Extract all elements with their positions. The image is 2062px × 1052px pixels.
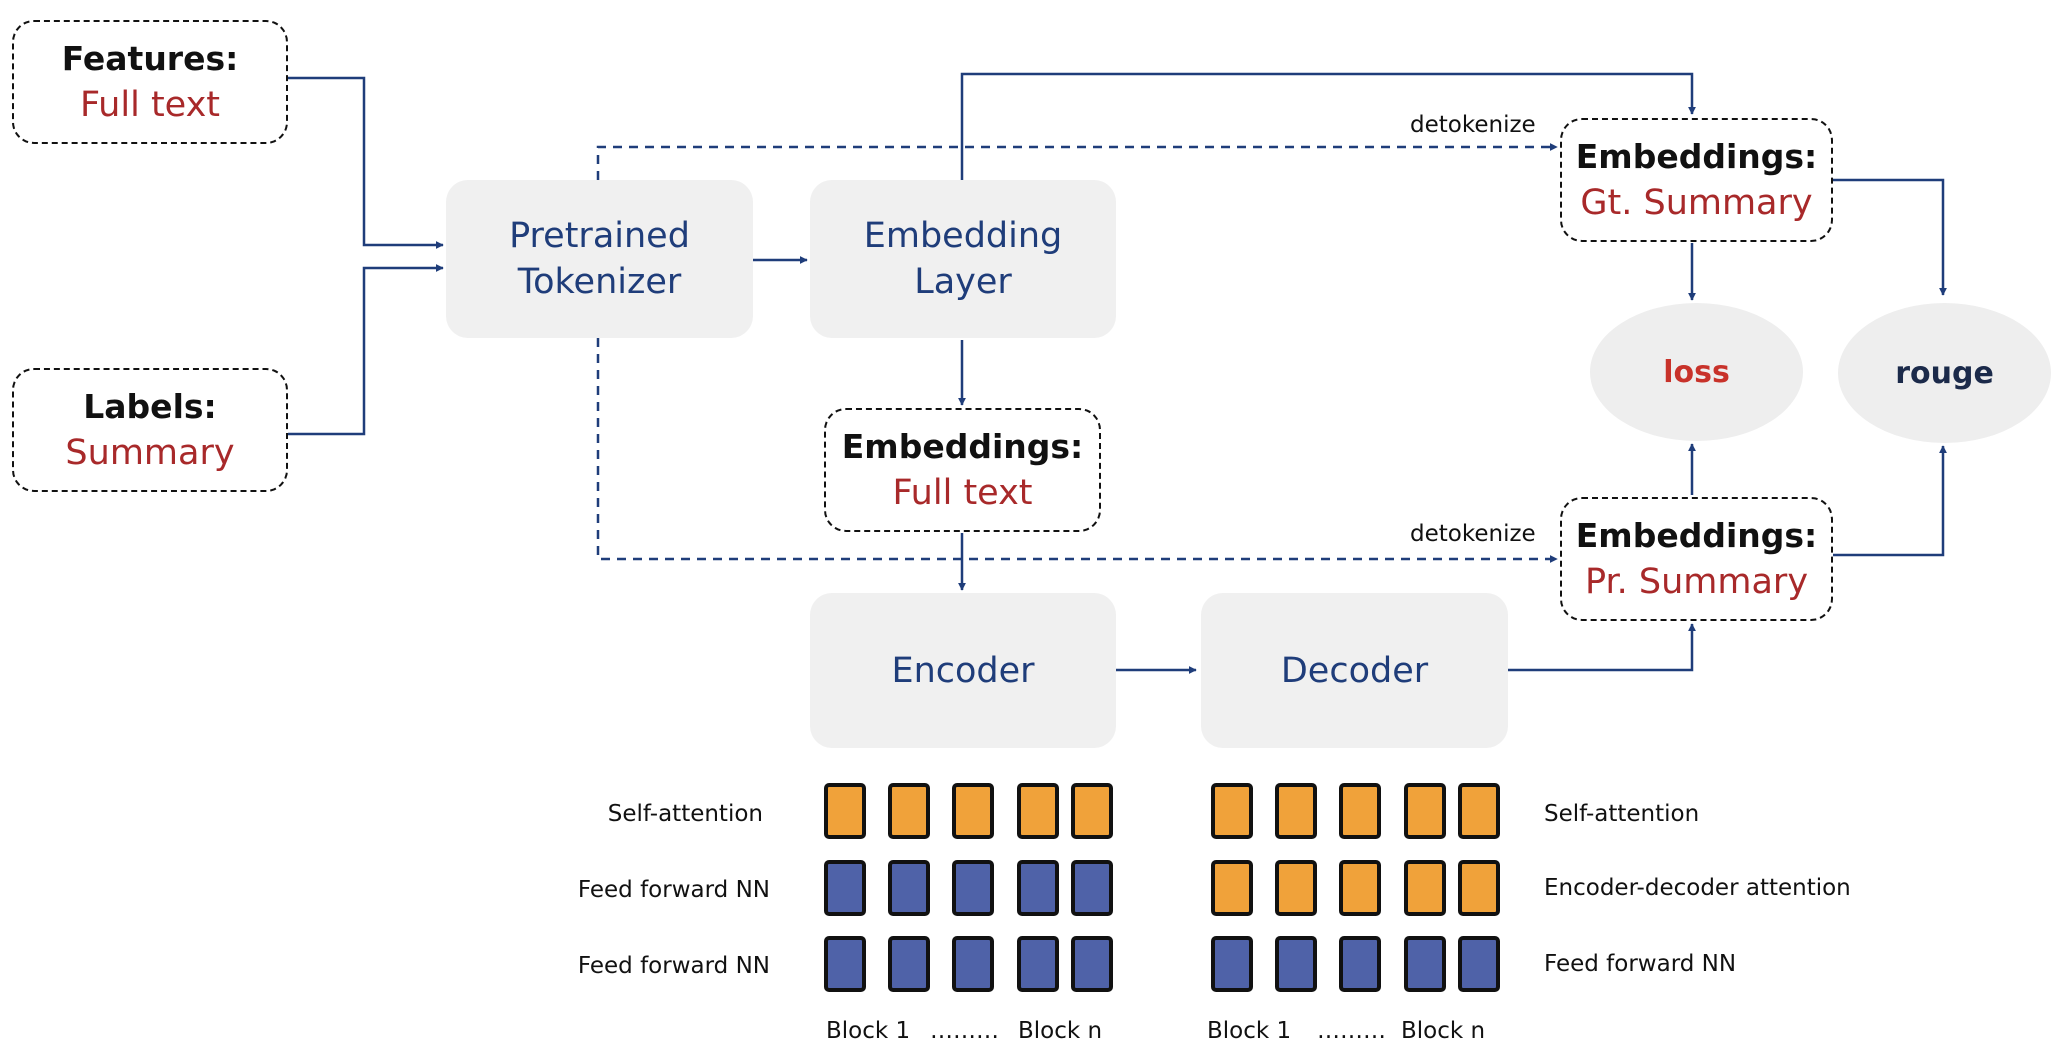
rouge-node: rouge <box>1838 303 2051 443</box>
decoder-block-attention-r2-c5 <box>1458 860 1500 916</box>
labels-input-box: Labels: Summary <box>12 368 288 492</box>
decoder-block-attention-r2-c4 <box>1404 860 1446 916</box>
decoder-block-ffn-r3-c2 <box>1275 936 1317 992</box>
encoder-block-ffn-r3-c2 <box>888 936 930 992</box>
arrow-detokenize-to-gt-embeddings <box>596 143 1558 180</box>
gt-summary-embeddings-value: Gt. Summary <box>1580 183 1813 223</box>
decoder-label: Decoder <box>1280 650 1429 691</box>
arrow-gt-embeddings-to-rouge <box>1833 178 1947 296</box>
decoder-block-attention-r2-c3 <box>1339 860 1381 916</box>
encoder-block-ffn-r2-c2 <box>888 860 930 916</box>
arrow-labels-to-tokenizer <box>288 264 444 436</box>
encoder-block-ffn-r2-c4 <box>1017 860 1059 916</box>
encoder-block-ffn-r3-c4 <box>1017 936 1059 992</box>
decoder-row-label: Self-attention <box>1544 801 1700 827</box>
gt-summary-embeddings-title: Embeddings: <box>1575 137 1818 176</box>
embedding-layer-line1: Embedding <box>863 216 1063 256</box>
encoder-block-attention-r1-c4 <box>1017 783 1059 839</box>
decoder-block-attention-r1-c3 <box>1339 783 1381 839</box>
encoder-block-attention-r1-c5 <box>1071 783 1113 839</box>
encoder-block-ffn-r3-c3 <box>952 936 994 992</box>
pretrained-tokenizer-box: Pretrained Tokenizer <box>446 180 753 338</box>
encoder-block-ffn-r3-c1 <box>824 936 866 992</box>
features-input-box: Features: Full text <box>12 20 288 144</box>
encoder-label: Encoder <box>891 650 1035 691</box>
embedding-layer-line2: Layer <box>914 262 1012 302</box>
encoder-block-first-label: Block 1 <box>826 1018 911 1044</box>
arrow-pr-embeddings-to-rouge <box>1833 445 1947 557</box>
tokenizer-line1: Pretrained <box>509 216 690 256</box>
encoder-block-ffn-r3-c5 <box>1071 936 1113 992</box>
full-text-embeddings-title: Embeddings: <box>841 427 1084 466</box>
pr-summary-embeddings-title: Embeddings: <box>1575 516 1818 555</box>
decoder-box: Decoder <box>1201 593 1508 748</box>
encoder-row-label: Self-attention <box>607 801 763 827</box>
encoder-block-ffn-r2-c5 <box>1071 860 1113 916</box>
decoder-row-label: Encoder-decoder attention <box>1544 875 1851 901</box>
decoder-block-attention-r1-c4 <box>1404 783 1446 839</box>
pr-summary-embeddings-box: Embeddings: Pr. Summary <box>1560 497 1833 621</box>
encoder-block-attention-r1-c2 <box>888 783 930 839</box>
tokenizer-line2: Tokenizer <box>517 262 682 302</box>
decoder-block-attention-r1-c2 <box>1275 783 1317 839</box>
encoder-block-last-label: Block n <box>1018 1018 1103 1044</box>
detokenize-label-bottom: detokenize <box>1410 521 1536 547</box>
encoder-block-ellipsis: ……… <box>930 1018 999 1044</box>
decoder-block-ffn-r3-c4 <box>1404 936 1446 992</box>
encoder-block-attention-r1-c3 <box>952 783 994 839</box>
gt-summary-embeddings-box: Embeddings: Gt. Summary <box>1560 118 1833 242</box>
decoder-block-last-label: Block n <box>1401 1018 1486 1044</box>
decoder-block-ffn-r3-c1 <box>1211 936 1253 992</box>
arrow-decoder-to-pr-embeddings <box>1508 623 1696 672</box>
arrow-features-to-tokenizer <box>288 76 444 249</box>
encoder-block-attention-r1-c1 <box>824 783 866 839</box>
decoder-block-attention-r2-c2 <box>1275 860 1317 916</box>
encoder-row-label: Feed forward NN <box>577 953 770 979</box>
encoder-box: Encoder <box>810 593 1116 748</box>
decoder-block-attention-r2-c1 <box>1211 860 1253 916</box>
decoder-block-attention-r1-c5 <box>1458 783 1500 839</box>
full-text-embeddings-value: Full text <box>892 473 1033 513</box>
embedding-layer-box: Embedding Layer <box>810 180 1116 338</box>
detokenize-label-top: detokenize <box>1410 112 1536 138</box>
loss-label: loss <box>1663 354 1730 390</box>
pr-summary-embeddings-value: Pr. Summary <box>1584 562 1809 602</box>
decoder-block-ffn-r3-c5 <box>1458 936 1500 992</box>
decoder-block-attention-r1-c1 <box>1211 783 1253 839</box>
features-value: Full text <box>79 85 221 125</box>
decoder-block-grid <box>1211 783 1500 992</box>
full-text-embeddings-box: Embeddings: Full text <box>824 408 1101 532</box>
decoder-block-ffn-r3-c3 <box>1339 936 1381 992</box>
loss-node: loss <box>1590 303 1803 441</box>
decoder-block-ellipsis: ……… <box>1317 1018 1386 1044</box>
features-title: Features: <box>61 39 239 78</box>
decoder-block-first-label: Block 1 <box>1207 1018 1292 1044</box>
labels-title: Labels: <box>83 387 217 426</box>
encoder-block-ffn-r2-c1 <box>824 860 866 916</box>
encoder-block-grid <box>824 783 1113 992</box>
decoder-row-label: Feed forward NN <box>1544 951 1737 977</box>
arrow-embedding-layer-to-gt-embeddings <box>960 72 1696 180</box>
rouge-label: rouge <box>1895 355 1994 391</box>
encoder-block-ffn-r2-c3 <box>952 860 994 916</box>
encoder-row-label: Feed forward NN <box>577 877 770 903</box>
labels-value: Summary <box>65 433 235 473</box>
